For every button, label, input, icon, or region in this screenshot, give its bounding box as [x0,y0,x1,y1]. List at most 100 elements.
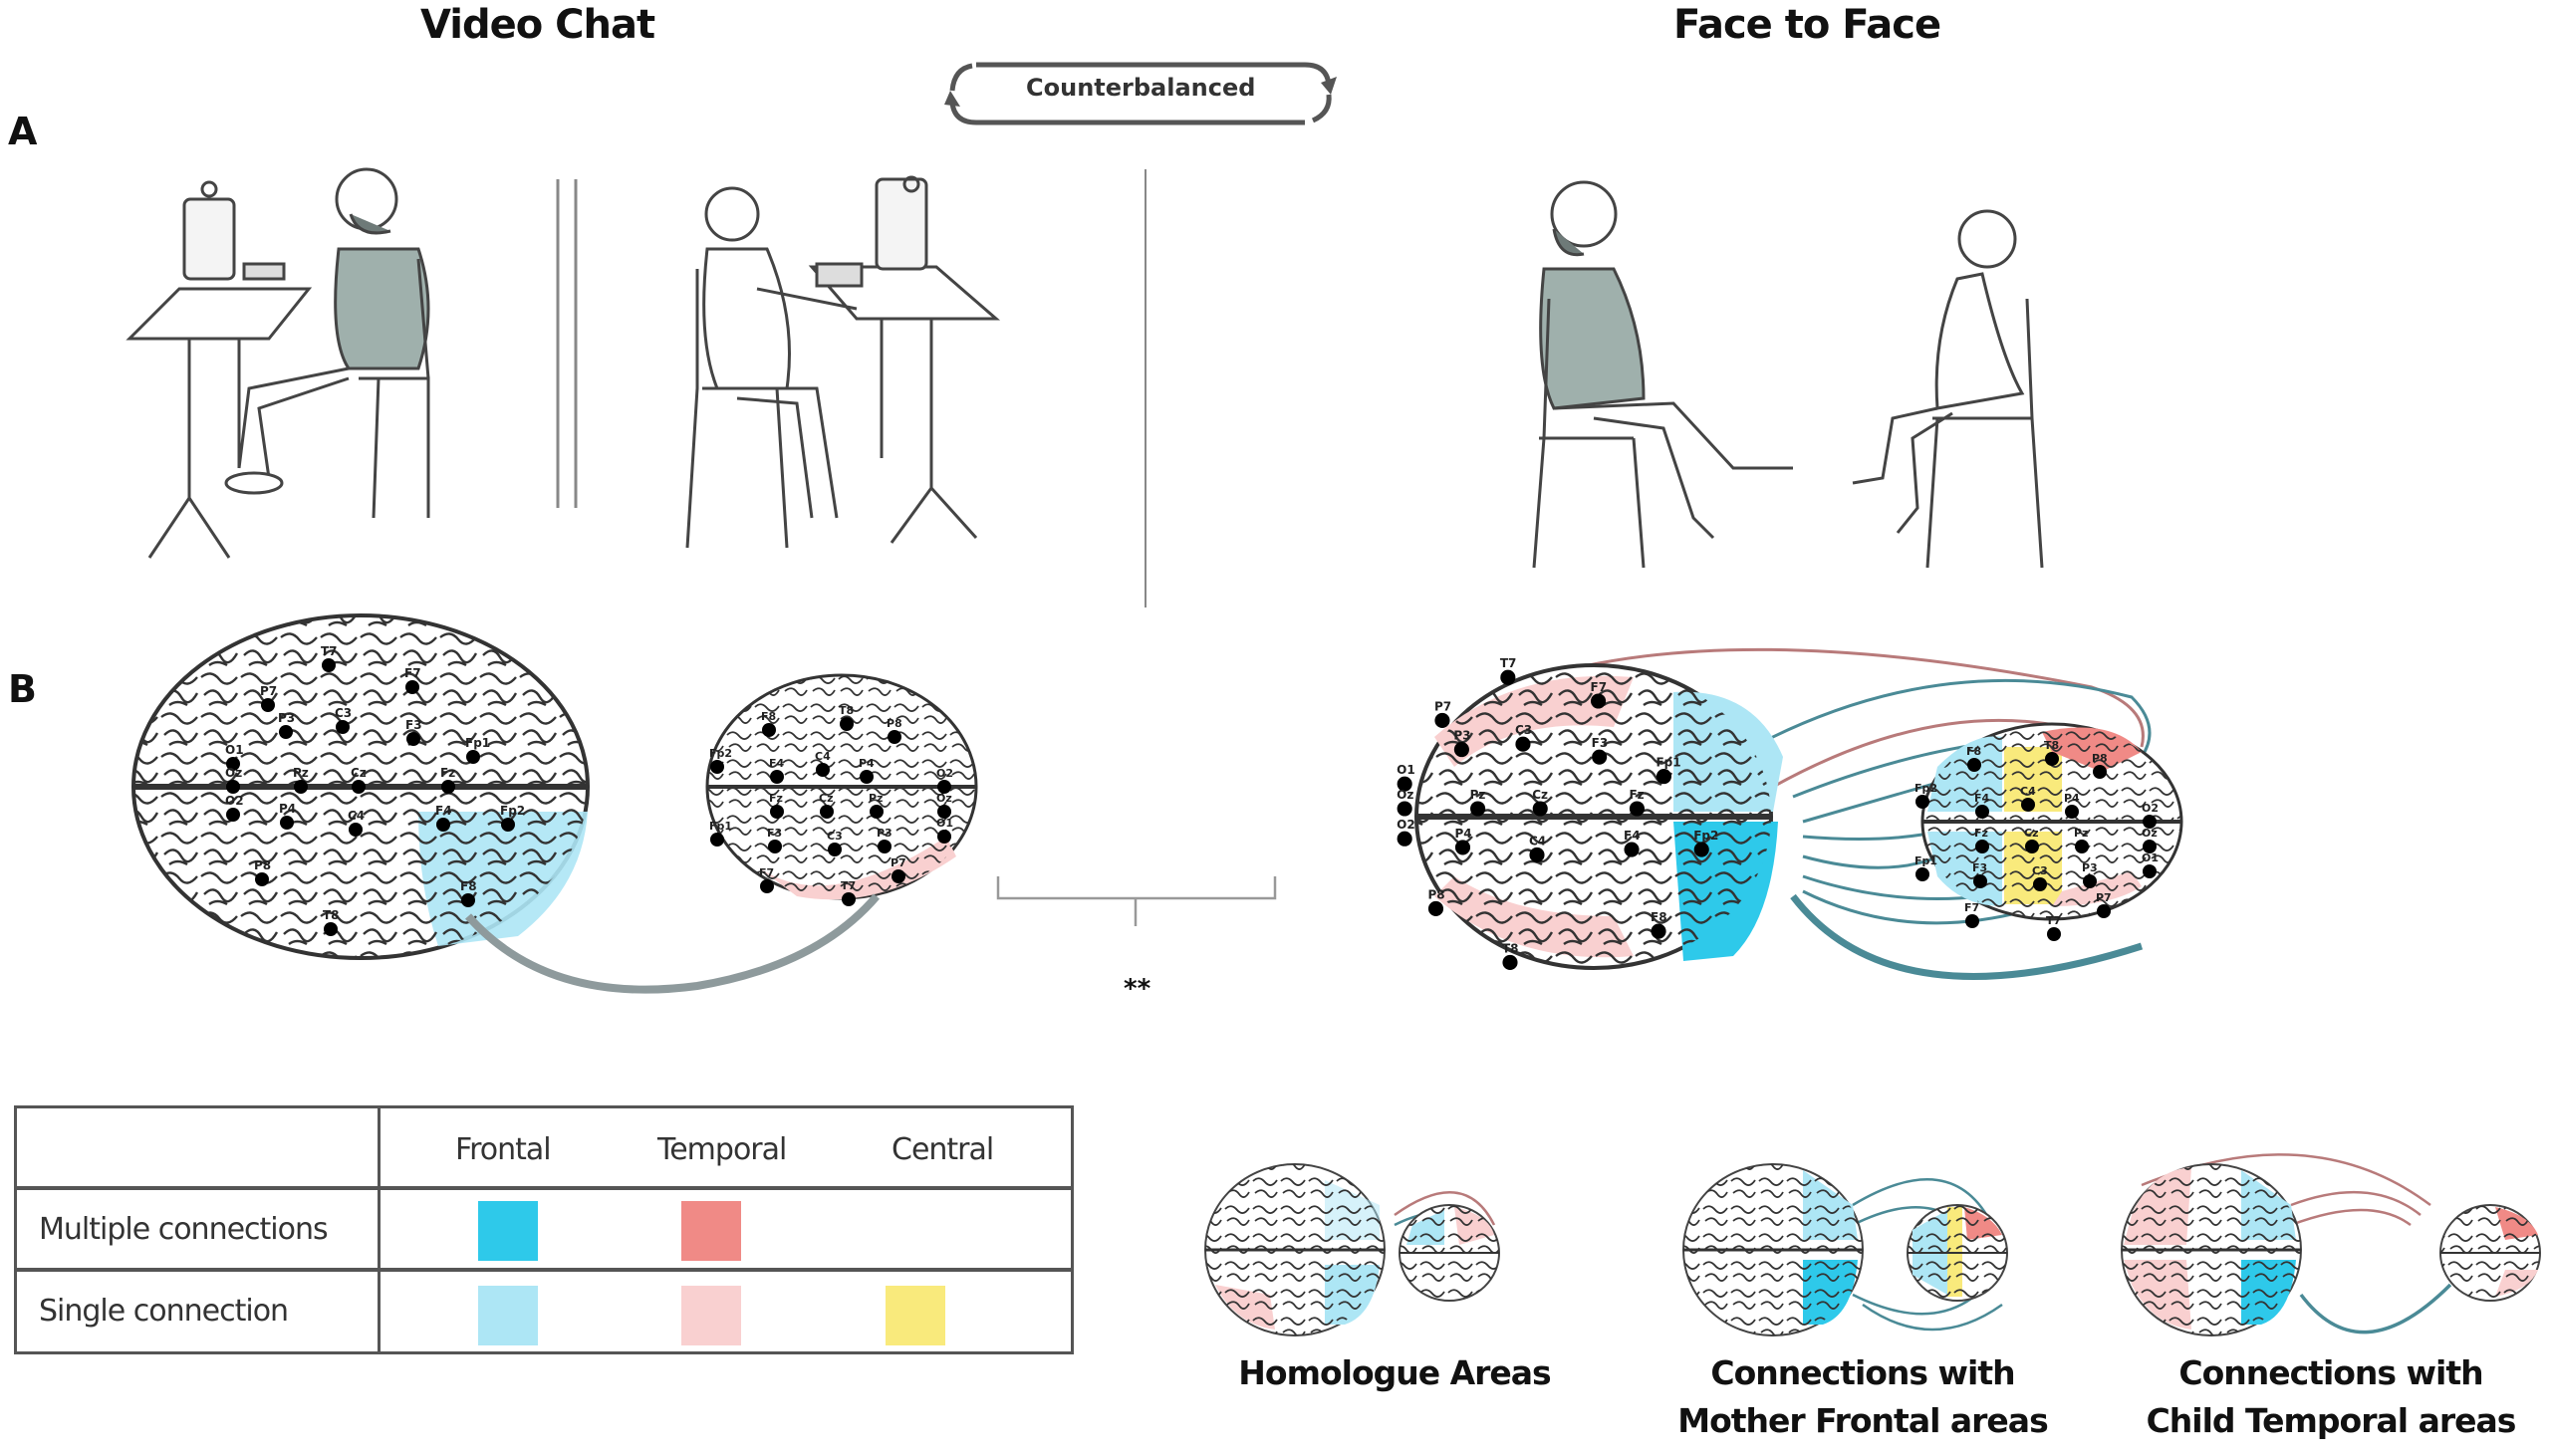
electrode-label: P8 [1427,887,1444,901]
electrode-dot [2021,798,2035,812]
electrode-dot [1629,801,1645,817]
electrode-label: F7 [759,866,774,879]
electrode-label: Cz [2024,827,2038,840]
electrode-label: P7 [1434,699,1451,713]
legend-header-central: Central [892,1132,994,1167]
electrode-label: T7 [841,879,856,892]
electrode-dot [1973,874,1987,888]
electrode-dot [840,717,854,731]
electrode-label: F7 [404,666,421,680]
electrode-dot [1397,776,1412,792]
electrode-dot [280,816,294,830]
electrode-label: P4 [279,802,296,816]
electrode-label: Pz [1470,788,1486,802]
legend-row-divider [17,1268,1071,1272]
electrode-label: Fp2 [500,804,525,818]
electrode-label: Pz [869,792,883,805]
electrode-dot [762,723,776,737]
caption-line: Connections with [1710,1353,2015,1392]
electrode-dot [2033,877,2047,891]
electrode-label: F3 [405,718,422,732]
electrode-label: Oz [2142,827,2158,840]
electrode-label: P4 [859,757,875,770]
panel-a-illustrations [126,167,2044,607]
electrode-dot [816,763,830,777]
caption-homologue-areas: Homologue Areas [1175,1349,1614,1397]
electrode-dot [770,770,784,784]
electrode-dot [2143,864,2157,878]
electrode-dot [2045,752,2059,766]
electrode-dot [322,658,336,672]
counterbalanced-label: Counterbalanced [1026,74,1256,102]
electrode-label: Fp1 [1656,756,1680,770]
legend-row-divider [17,1186,1071,1190]
electrode-dot [770,805,784,819]
electrode-dot [441,780,455,794]
electrode-dot [226,757,240,771]
face-to-face-child-brain [1920,722,2183,921]
electrode-dot [860,770,874,784]
electrode-label: F3 [1592,736,1609,750]
electrode-label: P8 [2092,752,2108,765]
electrode-dot [1397,831,1412,847]
electrode-label: P3 [2082,861,2098,874]
legend-column-divider [378,1108,381,1351]
electrode-dot [1500,669,1516,685]
electrode-label: Fz [769,792,783,805]
electrode-label: O1 [936,817,953,830]
face-to-face-title: Face to Face [1673,2,1941,48]
electrode-label: Fz [1629,788,1644,802]
caption-line: Mother Frontal areas [1677,1401,2048,1440]
electrode-dot [1427,900,1444,916]
swatch-temporal-multiple [681,1201,741,1261]
electrode-dot [2065,805,2079,819]
electrode-label: T7 [2046,914,2061,927]
electrode-label: F4 [769,757,785,770]
caption-line: Homologue Areas [1238,1353,1551,1392]
electrode-label: Fz [1974,827,1988,840]
electrode-label: C3 [2032,864,2048,877]
electrode-label: Oz [1397,788,1413,802]
counterbalanced-cycle-icon [944,62,1337,125]
electrode-dot [279,725,293,739]
electrode-dot [937,805,951,819]
electrode-label: O2 [225,794,244,808]
video-chat-title: Video Chat [420,2,655,48]
swatch-frontal-single [478,1286,538,1345]
electrode-dot [1965,914,1979,928]
electrode-dot [461,893,475,907]
electrode-dot [870,805,884,819]
electrode-label: C4 [1529,834,1546,848]
electrode-dot [1470,801,1486,817]
electrode-label: Cz [819,792,833,805]
electrode-label: P7 [2096,891,2112,904]
electrode-dot [888,730,901,744]
electrode-dot [2083,874,2097,888]
electrode-label: F3 [767,827,782,840]
electrode-label: Fz [440,766,455,780]
electrode-label: T7 [1500,656,1517,670]
electrode-dot [336,720,350,734]
electrode-dot [1532,801,1548,817]
electrode-dot [436,818,450,832]
electrode-dot [2047,927,2061,941]
electrode-dot [1434,712,1450,728]
panel-b-label: B [8,667,37,711]
electrode-dot [2075,840,2089,853]
electrode-dot [2143,840,2157,853]
panel-a-label: A [8,110,38,153]
electrode-label: C3 [335,706,352,720]
electrode-dot [1915,867,1929,881]
electrode-label: T8 [323,908,340,922]
electrode-dot [1592,749,1608,765]
legend-row-single: Single connection [39,1294,289,1329]
legend-row-multiple: Multiple connections [39,1212,329,1247]
legend-header-frontal: Frontal [455,1132,552,1167]
electrode-dot [710,833,724,847]
swatch-temporal-single [681,1286,741,1345]
caption-child-temporal: Connections with Child Temporal areas [2112,1349,2550,1445]
swatch-frontal-multiple [478,1201,538,1261]
electrode-label: F8 [1651,910,1667,924]
electrode-dot [294,780,308,794]
